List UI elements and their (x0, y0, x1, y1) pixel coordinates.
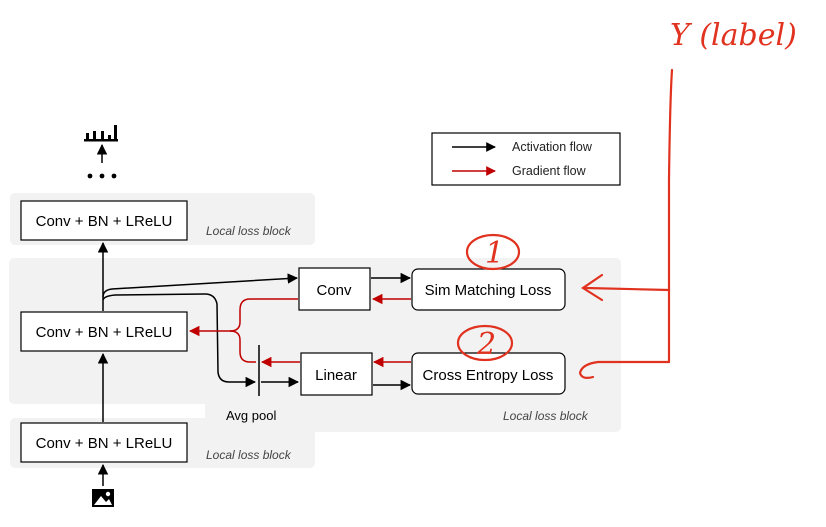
conv-label: Conv (316, 282, 352, 299)
grad-conv-merge (229, 298, 298, 332)
image-icon (92, 489, 114, 507)
local-loss-label-top: Local loss block (206, 224, 292, 238)
sim-matching-loss-label: Sim Matching Loss (425, 282, 552, 299)
conv-bn-lrelu-label-bottom: Conv + BN + LReLU (36, 435, 173, 452)
local-loss-label-middle: Local loss block (503, 409, 589, 423)
annotation-branch-top (584, 286, 671, 292)
linear-box (300, 352, 373, 396)
bar-chart-icon (84, 125, 118, 142)
conv-bn-lrelu-block-bottom (20, 422, 188, 463)
annotation-circle-1 (465, 233, 521, 271)
avg-pool-label: Avg pool (226, 408, 276, 423)
conv-bn-lrelu-label-middle: Conv + BN + LReLU (36, 324, 173, 341)
conv-box (298, 267, 371, 311)
annotation-hook-bottom (578, 360, 600, 379)
annotation-circle-2-text: 2 (476, 327, 496, 362)
annotation-label-text: Y (label) (670, 18, 797, 53)
conv-bn-lrelu-block-middle (20, 311, 188, 352)
grad-avgpool-merge (229, 330, 256, 363)
arrow-middle-to-avgpool (102, 293, 257, 388)
legend-gradient-label: Gradient flow (512, 164, 587, 178)
legend-activation-label: Activation flow (512, 140, 593, 154)
ellipsis-dots (87, 173, 117, 179)
annotation-circle-1-text: 1 (485, 236, 504, 271)
conv-bn-lrelu-block-top (20, 200, 188, 241)
legend-box (431, 132, 621, 186)
handwritten-annotations (456, 68, 674, 379)
annotation-circle-2 (456, 324, 514, 362)
cross-entropy-loss-label: Cross Entropy Loss (423, 367, 554, 384)
local-loss-label-bottom: Local loss block (206, 448, 292, 462)
arrow-middle-to-conv (102, 273, 299, 298)
annotation-arrowhead-top (580, 273, 604, 302)
cross-entropy-loss-box (411, 352, 566, 395)
conv-bn-lrelu-label-top: Conv + BN + LReLU (36, 213, 173, 230)
linear-label: Linear (315, 367, 357, 384)
annotation-vertical-line (667, 68, 674, 364)
